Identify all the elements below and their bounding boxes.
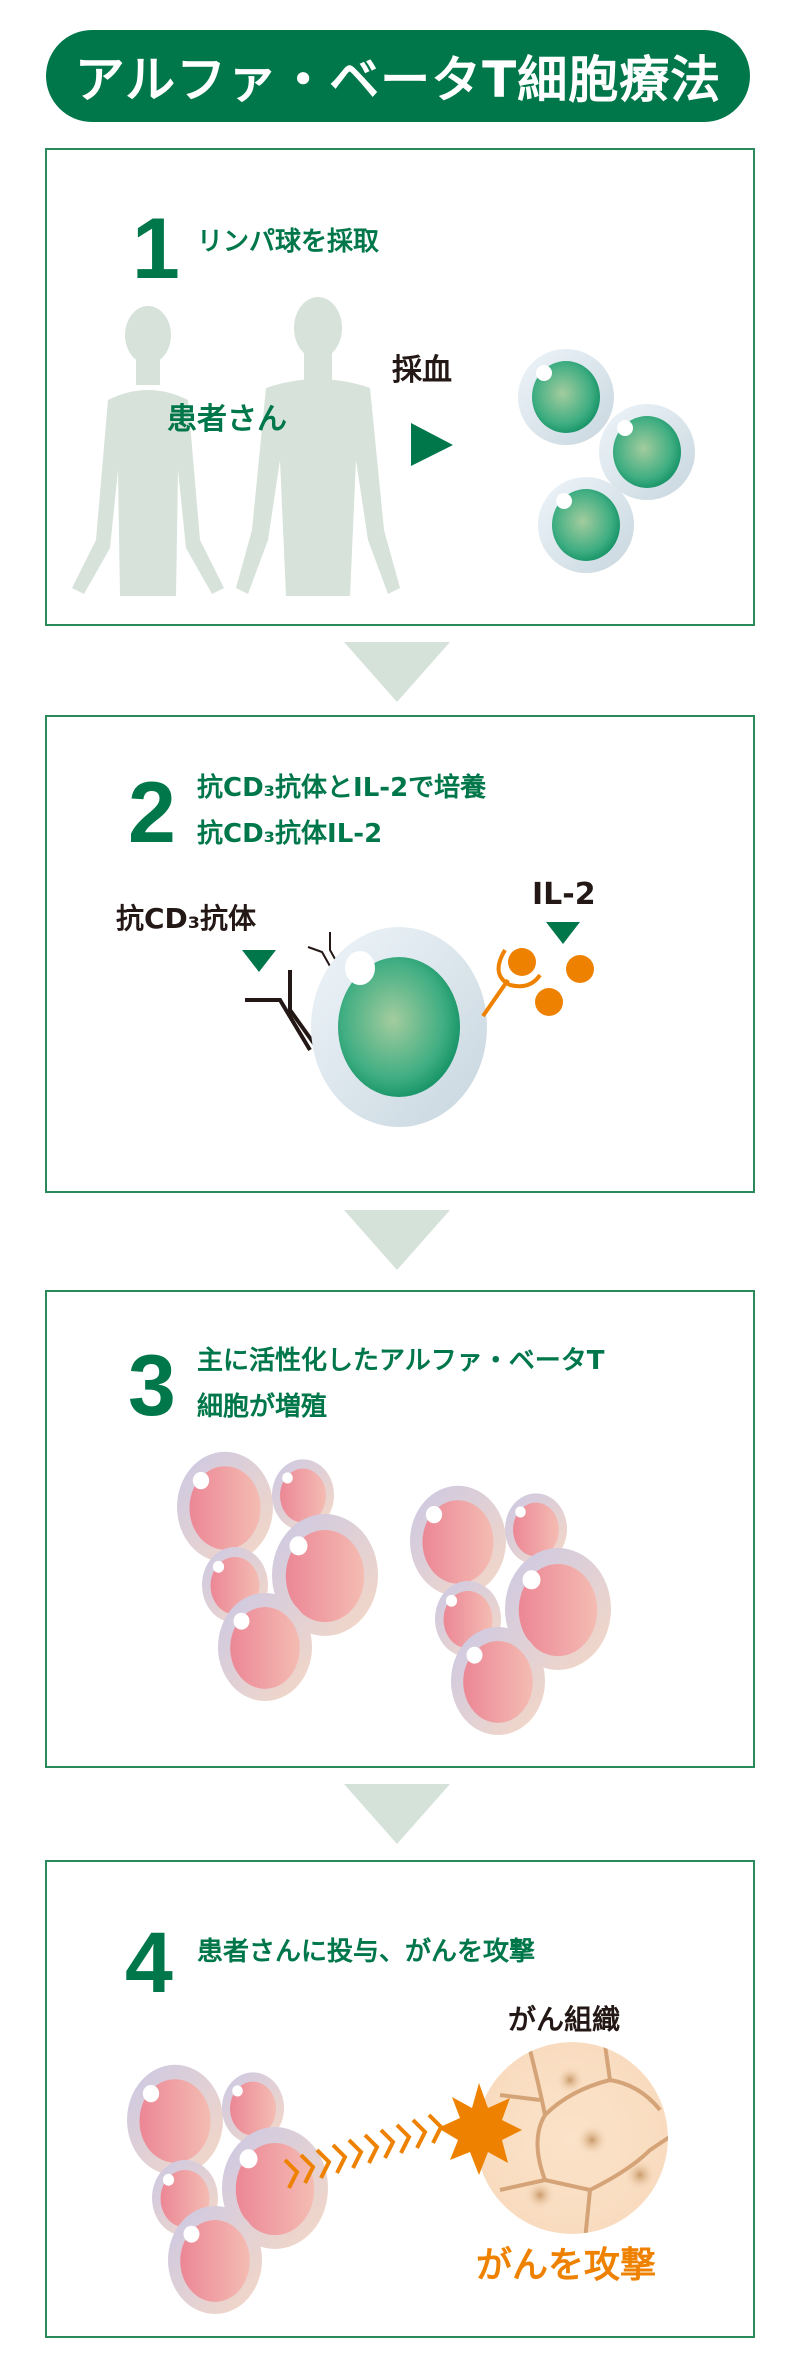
flow-arrow-down-icon — [344, 1784, 450, 1844]
step-title: 患者さんに投与、がんを攻撃 — [197, 1937, 536, 1967]
blood-draw-label: 採血 — [392, 353, 452, 388]
impact-burst-icon — [438, 2083, 522, 2175]
attack-cancer-label: がんを攻撃 — [476, 2245, 657, 2286]
il2-molecule — [535, 988, 563, 1016]
cancer-tissue — [476, 2042, 668, 2234]
step-4-panel — [45, 1860, 755, 2338]
step-title-line-2: 抗CD₃抗体IL-2 — [197, 819, 383, 849]
pointer-triangle-icon — [242, 950, 276, 972]
play-arrow-icon — [411, 423, 453, 466]
patient-label: 患者さん — [167, 402, 287, 437]
cancer-tissue-label: がん組織 — [508, 2003, 621, 2036]
step-number: 2 — [128, 765, 176, 861]
il2-receptor-icon — [481, 948, 542, 1018]
step-title: リンパ球を採取 — [197, 227, 380, 257]
page-title: アルファ・ベータT細胞療法 — [46, 30, 750, 122]
step-number: 3 — [128, 1338, 176, 1434]
attack-chevrons-icon — [283, 2113, 444, 2189]
antibody-icon — [245, 932, 341, 1052]
patient-silhouette-male — [236, 297, 400, 596]
step-title-line-1: 主に活性化したアルファ・ベータT — [197, 1346, 605, 1376]
antibody-label: 抗CD₃抗体 — [116, 902, 257, 935]
flow-arrow-down-icon — [344, 1210, 450, 1270]
il2-label: IL-2 — [532, 877, 596, 912]
step-title-line-1: 抗CD₃抗体とIL-2で培養 — [197, 773, 487, 803]
step-1-panel — [45, 148, 755, 626]
activated-t-cell — [311, 927, 487, 1127]
step-number: 4 — [125, 1915, 173, 2011]
step-2-panel — [45, 715, 755, 1193]
step-number: 1 — [132, 201, 180, 297]
pointer-triangle-icon — [546, 922, 580, 944]
il2-molecule — [508, 948, 536, 976]
patient-silhouette-female — [72, 306, 224, 596]
il2-molecule — [566, 955, 594, 983]
step-3-panel — [45, 1290, 755, 1768]
flow-arrow-down-icon — [344, 642, 450, 702]
step-title-line-2: 細胞が増殖 — [197, 1392, 328, 1422]
